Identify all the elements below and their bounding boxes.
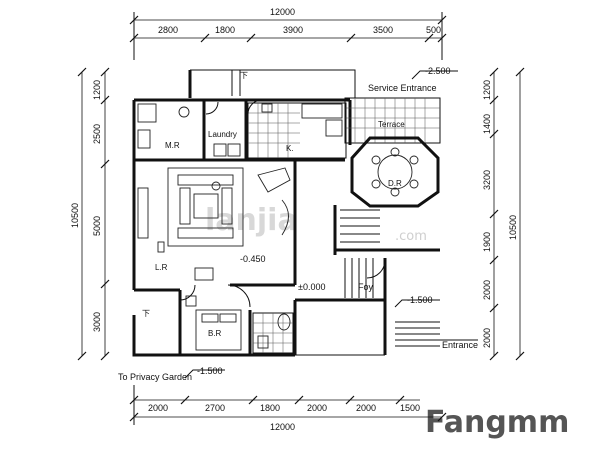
bedroom: B.R bbox=[185, 295, 242, 351]
level-living: -0.450 bbox=[240, 254, 266, 264]
dining-room: D.R bbox=[350, 136, 440, 208]
watermark-lettering: lanjia bbox=[205, 203, 298, 238]
room-label-kitchen: K. bbox=[286, 144, 294, 153]
dim-top-2: 1800 bbox=[215, 25, 235, 35]
stair-down-mark-2: 下 bbox=[142, 309, 150, 318]
annotations: ±0.000 Foy -1.500 Entrance Service Entra… bbox=[118, 66, 478, 382]
dim-left-1: 1200 bbox=[92, 80, 102, 100]
dim-bottom-4: 2000 bbox=[307, 403, 327, 413]
living-room: L.R -0.450 bbox=[137, 167, 291, 281]
dim-bottom-1: 2000 bbox=[148, 403, 168, 413]
privacy-garden-label: To Privacy Garden bbox=[118, 372, 192, 382]
service-entrance-label: Service Entrance bbox=[368, 83, 437, 93]
dim-left-4: 3000 bbox=[92, 312, 102, 332]
watermark: lanjia .com Fangmm bbox=[205, 203, 569, 440]
room-label-laundry: Laundry bbox=[208, 130, 237, 139]
room-label-living: L.R bbox=[155, 263, 168, 272]
dim-bottom-6: 1500 bbox=[400, 403, 420, 413]
walls bbox=[132, 69, 440, 357]
dim-bottom-total: 12000 bbox=[270, 422, 295, 432]
room-label-terrace: Terrace bbox=[378, 120, 405, 129]
left-dimensions: 10500 1200 2500 5000 3000 bbox=[70, 67, 110, 361]
dim-right-2: 1400 bbox=[482, 114, 492, 134]
dim-bottom-5: 2000 bbox=[356, 403, 376, 413]
dim-right-1: 1200 bbox=[482, 80, 492, 100]
foyer-label: Foy bbox=[358, 282, 374, 292]
bottom-dimensions: 12000 2000 2700 1800 2000 2000 1500 bbox=[129, 385, 447, 432]
level-foyer: ±0.000 bbox=[298, 282, 325, 292]
dim-top-5: 500 bbox=[426, 25, 441, 35]
stairs: 下 下 bbox=[142, 70, 440, 347]
entrance-label: Entrance bbox=[442, 340, 478, 350]
bathroom bbox=[252, 312, 294, 354]
privacy-garden-level: -1.500 bbox=[197, 366, 223, 376]
dim-top-3: 3900 bbox=[283, 25, 303, 35]
dim-top-total: 12000 bbox=[270, 7, 295, 17]
room-label-dining: D.R bbox=[388, 179, 402, 188]
dim-right-3: 3200 bbox=[482, 170, 492, 190]
watermark-brand: Fangmm bbox=[425, 405, 569, 440]
room-label-bedroom: B.R bbox=[208, 329, 222, 338]
dim-right-5: 2000 bbox=[482, 280, 492, 300]
top-dimensions: 12000 2800 1800 3900 3500 500 bbox=[129, 7, 447, 60]
dim-right-4: 1900 bbox=[482, 232, 492, 252]
dim-left-total: 10500 bbox=[70, 203, 80, 228]
laundry: Laundry bbox=[208, 130, 241, 157]
dim-top-1: 2800 bbox=[158, 25, 178, 35]
dim-left-3: 5000 bbox=[92, 216, 102, 236]
kitchen: K. bbox=[247, 102, 347, 159]
watermark-site: .com bbox=[395, 229, 427, 244]
right-dimensions: 10500 1200 1400 3200 1900 2000 2000 bbox=[482, 67, 525, 361]
terrace: Terrace bbox=[344, 97, 441, 144]
dim-right-total: 10500 bbox=[508, 215, 518, 240]
maid-room: M.R bbox=[137, 103, 190, 150]
dim-left-2: 2500 bbox=[92, 124, 102, 144]
doors bbox=[179, 99, 386, 308]
dim-right-6: 2000 bbox=[482, 328, 492, 348]
dim-top-4: 3500 bbox=[373, 25, 393, 35]
dim-bottom-3: 1800 bbox=[260, 403, 280, 413]
room-label-maid: M.R bbox=[165, 141, 180, 150]
stair-down-mark-1: 下 bbox=[240, 71, 248, 80]
dim-bottom-2: 2700 bbox=[205, 403, 225, 413]
